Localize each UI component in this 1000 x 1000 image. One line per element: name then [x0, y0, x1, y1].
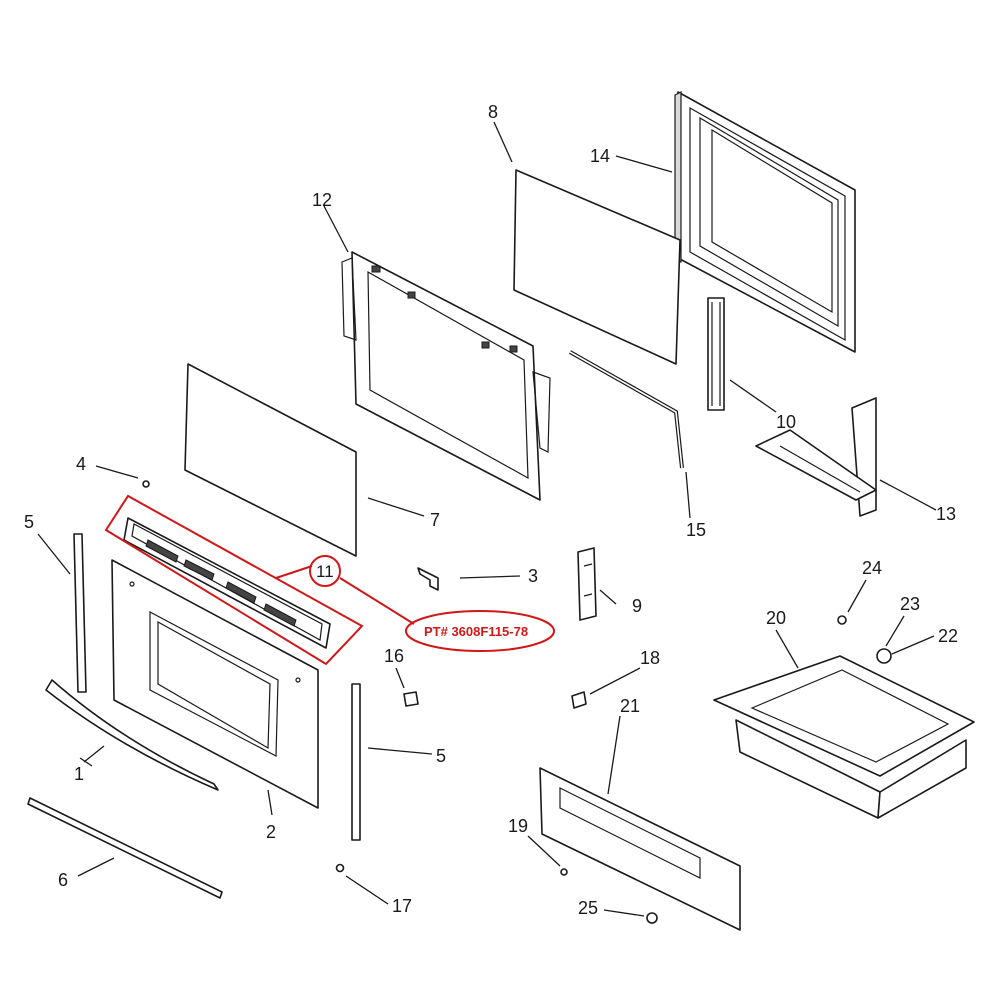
- callout-8: 8: [488, 102, 498, 122]
- part-13-bracket: [755, 397, 877, 517]
- callout-21: 21: [620, 696, 640, 716]
- part-5-right-trim: [351, 683, 361, 841]
- callout-10: 10: [776, 412, 796, 432]
- part-9-hinge: [577, 547, 597, 621]
- part-4-screw: [142, 480, 150, 488]
- part-8-glass-panel: [513, 169, 681, 365]
- part-10-strip: [707, 297, 725, 411]
- callout-9: 9: [632, 596, 642, 616]
- callout-23: 23: [900, 594, 920, 614]
- part-24-screw: [837, 615, 847, 625]
- part-21-drawer-front: [539, 767, 741, 931]
- callout-11: 11: [316, 562, 334, 581]
- part-3-clip: [417, 567, 439, 591]
- part-1-handle: [45, 679, 219, 791]
- part-22-23-bumper: [876, 648, 892, 664]
- part-12-inner-frame: [341, 251, 551, 501]
- callout-15: 15: [686, 520, 706, 540]
- callout-25: 25: [578, 898, 598, 918]
- leader-lines: [37, 121, 937, 917]
- part-11-highlight: [104, 494, 555, 666]
- part-7-glass-panel: [184, 363, 357, 557]
- callout-17: 17: [392, 896, 412, 916]
- callout-4: 4: [76, 454, 86, 474]
- callout-2: 2: [266, 822, 276, 842]
- part-18-block: [571, 691, 587, 709]
- part-17-screw: [335, 863, 345, 873]
- callout-14: 14: [590, 146, 610, 166]
- callout-20: 20: [766, 608, 786, 628]
- part-25-screw: [646, 912, 658, 924]
- part-19-screw: [560, 868, 568, 876]
- part-16-block: [403, 691, 419, 707]
- callout-1: 1: [74, 764, 84, 784]
- callout-labels: 1 2 3 4 5 5 6 7 8 9 10 11 12 13 14 15 16…: [24, 102, 958, 918]
- part-20-drawer: [713, 655, 975, 819]
- callout-16: 16: [384, 646, 404, 666]
- callout-3: 3: [528, 566, 538, 586]
- callout-18: 18: [640, 648, 660, 668]
- part-15-gasket: [569, 350, 684, 469]
- callout-7: 7: [430, 510, 440, 530]
- callout-19: 19: [508, 816, 528, 836]
- callout-6: 6: [58, 870, 68, 890]
- callout-5-left: 5: [24, 512, 34, 532]
- callout-12: 12: [312, 190, 332, 210]
- callout-5-right: 5: [436, 746, 446, 766]
- callout-22: 22: [938, 626, 958, 646]
- part-2-door-panel: [111, 559, 319, 809]
- part-11-control-panel: [123, 517, 331, 649]
- part-5-left-trim: [73, 533, 87, 693]
- callout-24: 24: [862, 558, 882, 578]
- part-6-bottom-trim: [27, 797, 223, 899]
- callout-13: 13: [936, 504, 956, 524]
- part-14-door-frame: [674, 91, 856, 353]
- part-number-label: PT# 3608F115-78: [424, 624, 528, 639]
